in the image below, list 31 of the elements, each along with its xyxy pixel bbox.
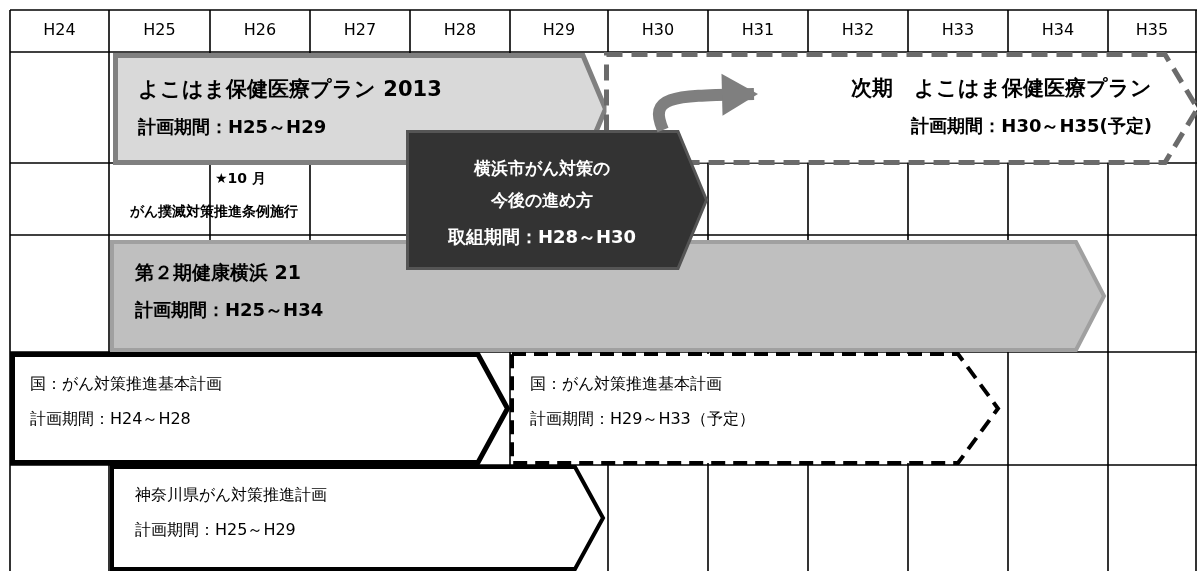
plan-period: 計画期間：H29～H33（予定） [530, 409, 755, 430]
plan-title: 次期 よこはま保健医療プラン [851, 75, 1152, 102]
plan-title: 横浜市がん対策の今後の進め方 [473, 157, 611, 213]
plan-period: 計画期間：H25～H29 [135, 520, 296, 541]
plan-title: 神奈川県がん対策推進計画 [135, 485, 327, 506]
curved-arrow [652, 73, 758, 133]
year-header: H28 [442, 20, 478, 39]
period-band [110, 465, 605, 571]
period-band [406, 130, 708, 270]
year-header: H31 [740, 20, 776, 39]
year-header: H32 [840, 20, 876, 39]
plan-period: 計画期間：H25～H29 [138, 115, 327, 139]
plan-title: 国：がん対策推進基本計画 [30, 374, 222, 395]
year-header: H35 [1134, 20, 1170, 39]
plan-period: 取組期間：H28～H30 [446, 224, 638, 249]
year-header: H33 [940, 20, 976, 39]
year-header: H25 [142, 20, 177, 39]
event-date: ★10 月 [215, 170, 266, 188]
period-band [10, 352, 510, 465]
plan-title: 国：がん対策推進基本計画 [530, 374, 722, 395]
year-header: H29 [541, 20, 577, 39]
year-header: H26 [242, 20, 278, 39]
year-header: H34 [1040, 20, 1076, 39]
plan-period: 計画期間：H24～H28 [30, 409, 191, 430]
year-header: H27 [342, 20, 378, 39]
year-header: H30 [640, 20, 676, 39]
year-header: H24 [42, 20, 77, 39]
plan-title: 第２期健康横浜 21 [135, 260, 302, 285]
plan-period: 計画期間：H25～H34 [135, 298, 324, 322]
plan-title: よこはま保健医療プラン 2013 [138, 76, 442, 103]
plan-period: 計画期間：H30～H35(予定) [911, 114, 1152, 138]
